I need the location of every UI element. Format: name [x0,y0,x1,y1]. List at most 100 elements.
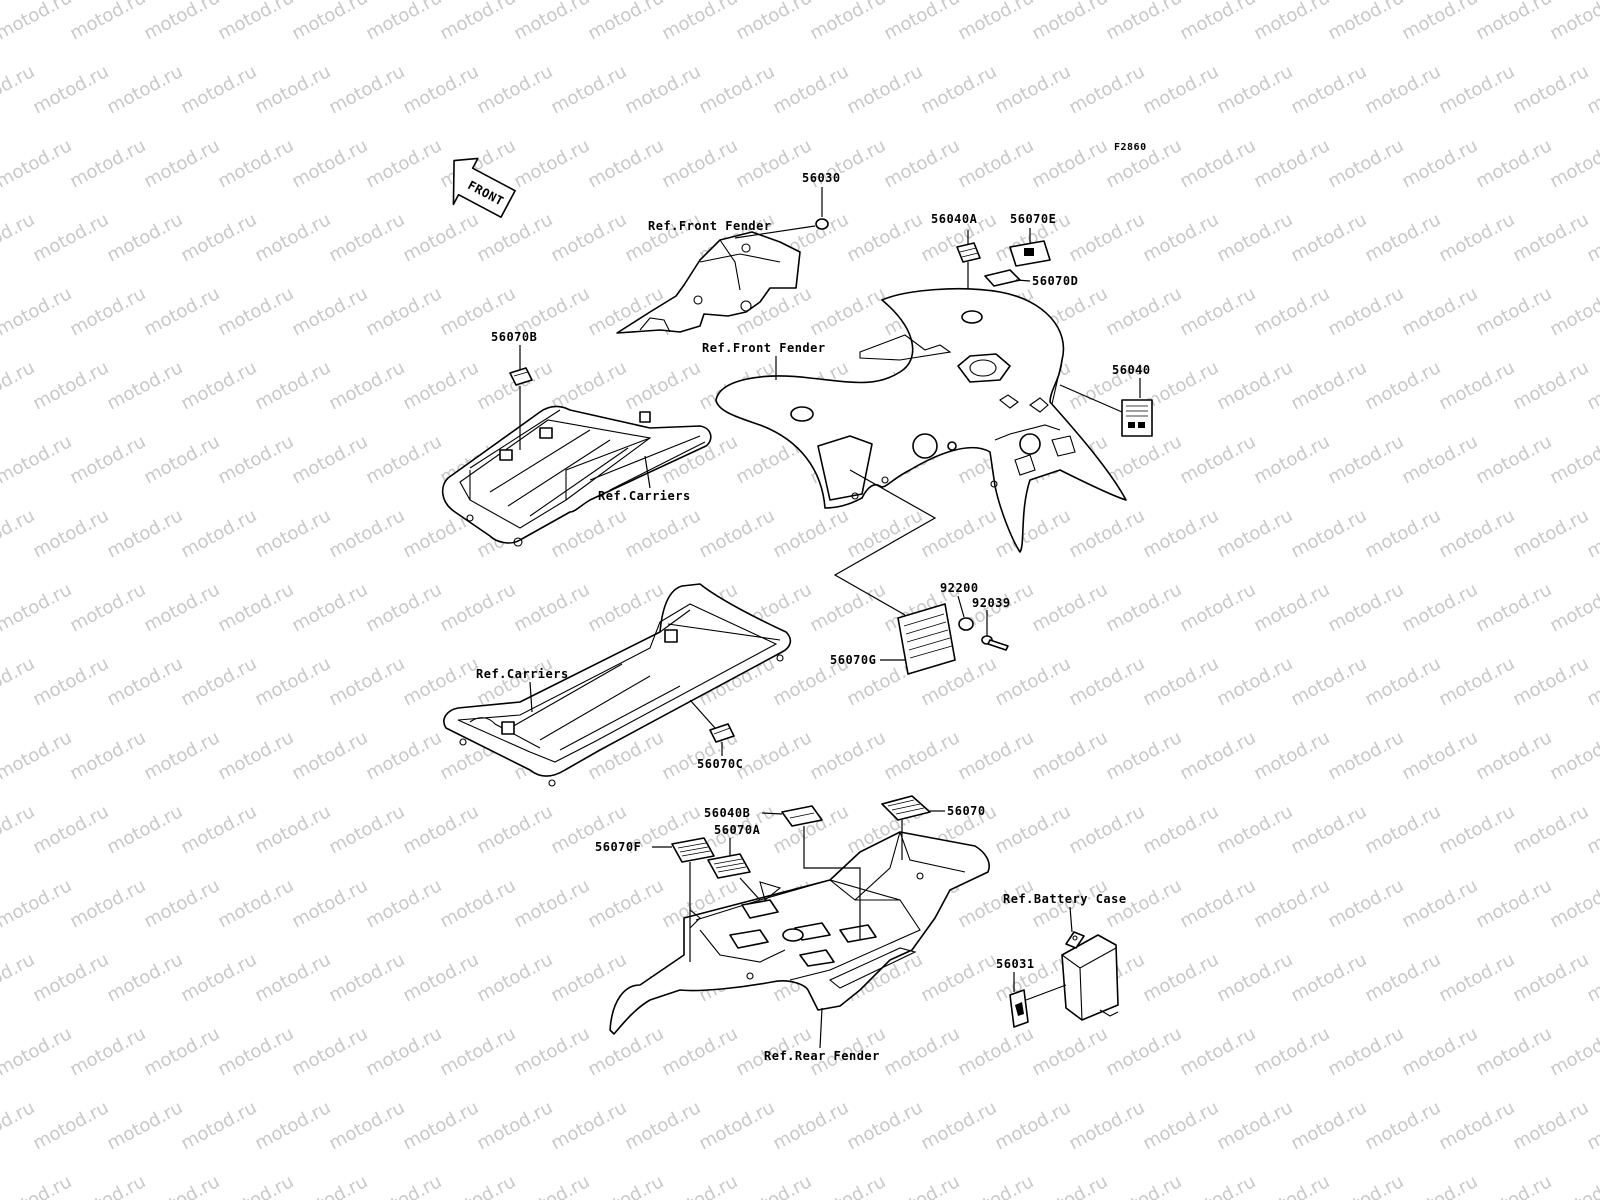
watermark-text: motod.ru [1250,283,1333,340]
watermark-text: motod.ru [0,1097,38,1154]
watermark-text: motod.ru [0,61,38,118]
watermark-text: motod.ru [1065,61,1148,118]
watermark-text: motod.ru [1287,61,1370,118]
watermark-text: motod.ru [658,135,741,192]
watermark-text: motod.ru [510,875,593,932]
watermark-text: motod.ru [1324,875,1407,932]
watermark-text: motod.ru [177,949,260,1006]
watermark-text: motod.ru [103,1097,186,1154]
watermark-text: motod.ru [1472,875,1555,932]
watermark-text: motod.ru [288,283,371,340]
watermark-text: motod.ru [0,209,38,266]
watermark-text: motod.ru [1139,209,1222,266]
watermark-text: motod.ru [1324,1023,1407,1080]
watermark-text: motod.ru [917,61,1000,118]
watermark-text: motod.ru [29,653,112,710]
watermark-text: motod.ru [954,1171,1037,1200]
watermark-text: motod.ru [547,949,630,1006]
watermark-text: motod.ru [806,727,889,784]
watermark-text: motod.ru [1250,1171,1333,1200]
screw-92039-icon [981,635,1009,651]
watermark-text: motod.ru [66,135,149,192]
watermark-text: motod.ru [0,0,75,44]
label-56040a: 56040A [931,212,978,226]
watermark-text: motod.ru [103,209,186,266]
watermark-text: motod.ru [103,357,186,414]
decal-56070e-icon [1009,240,1051,267]
watermark-text: motod.ru [0,1171,75,1200]
watermark-text: motod.ru [0,505,38,562]
watermark-text: motod.ru [325,357,408,414]
watermark-text: motod.ru [1398,727,1481,784]
watermark-text: motod.ru [66,431,149,488]
watermark-text: motod.ru [1139,653,1222,710]
watermark-text: motod.ru [1472,1023,1555,1080]
label-56031: 56031 [996,957,1035,971]
watermark-text: motod.ru [288,1171,371,1200]
watermark-text: motod.ru [140,579,223,636]
watermark-text: motod.ru [1435,653,1518,710]
watermark-text: motod.ru [177,357,260,414]
watermark-text: motod.ru [0,357,38,414]
watermark-text: motod.ru [177,1097,260,1154]
watermark-text: motod.ru [473,209,556,266]
watermark-text: motod.ru [1435,505,1518,562]
watermark-text: motod.ru [288,875,371,932]
watermark-text: motod.ru [917,505,1000,562]
watermark-text: motod.ru [658,1171,741,1200]
watermark-text: motod.ru [29,357,112,414]
label-56070e: 56070E [1010,212,1056,226]
watermark-text: motod.ru [1065,505,1148,562]
watermark-text: motod.ru [214,1023,297,1080]
watermark-text: motod.ru [66,579,149,636]
watermark-text: motod.ru [29,949,112,1006]
watermark-text: motod.ru [1546,1171,1600,1200]
watermark-text: motod.ru [658,1023,741,1080]
watermark-text: motod.ru [1361,653,1444,710]
watermark-text: motod.ru [214,579,297,636]
watermark-text: motod.ru [436,579,519,636]
watermark-text: motod.ru [214,431,297,488]
label-ref-rear-fender: Ref.Rear Fender [764,1049,880,1063]
watermark-text: motod.ru [1435,209,1518,266]
watermark-text: motod.ru [140,283,223,340]
watermark-text: motod.ru [1287,801,1370,858]
watermark-text: motod.ru [399,653,482,710]
watermark-text: motod.ru [843,505,926,562]
watermark-text: motod.ru [251,61,334,118]
watermark-text: motod.ru [1324,727,1407,784]
watermark-text: motod.ru [621,1097,704,1154]
watermark-text: motod.ru [1287,1097,1370,1154]
watermark-text: motod.ru [1398,1023,1481,1080]
watermark-text: motod.ru [288,431,371,488]
watermark-text: motod.ru [1472,431,1555,488]
watermark-text: motod.ru [214,1171,297,1200]
watermark-text: motod.ru [362,1171,445,1200]
watermark-text: motod.ru [0,1023,75,1080]
watermark-text: motod.ru [66,283,149,340]
watermark-text: motod.ru [362,579,445,636]
watermark-text: motod.ru [1472,727,1555,784]
watermark-text: motod.ru [1213,653,1296,710]
watermark-text: motod.ru [695,61,778,118]
label-ref-front-fender-top: Ref.Front Fender [648,219,772,233]
watermark-text: motod.ru [288,0,371,44]
watermark-text: motod.ru [362,875,445,932]
watermark-text: motod.ru [1139,61,1222,118]
label-56070a: 56070A [714,823,761,837]
watermark-text: motod.ru [325,801,408,858]
watermark-text: motod.ru [214,727,297,784]
watermark-text: motod.ru [1435,1097,1518,1154]
watermark-text: motod.ru [547,357,630,414]
carrier-top [441,405,712,547]
watermark-text: motod.ru [1250,1023,1333,1080]
watermark-text: motod.ru [362,0,445,44]
decal-56070-icon [881,795,931,821]
decal-56070d-icon [984,269,1021,287]
watermark-text: motod.ru [362,283,445,340]
watermark-text: motod.ru [399,801,482,858]
watermark-text: motod.ru [1361,801,1444,858]
watermark-text: motod.ru [843,61,926,118]
watermark-text: motod.ru [399,209,482,266]
